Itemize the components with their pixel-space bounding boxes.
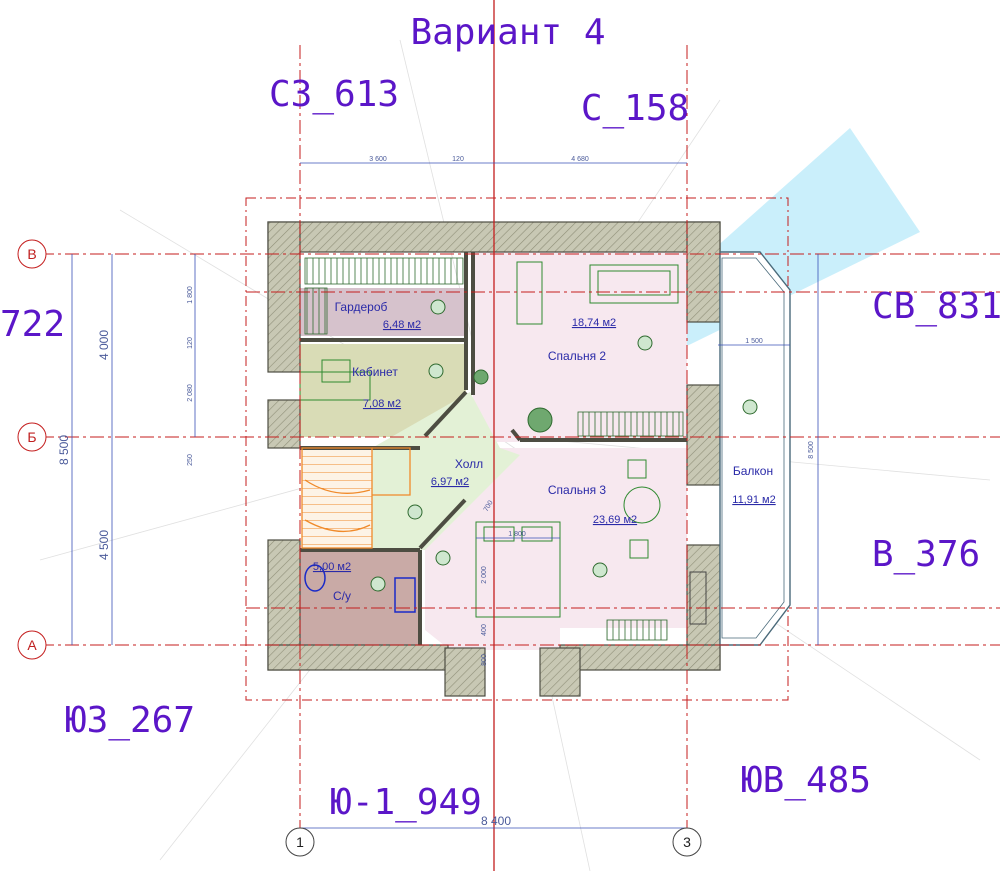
dim-small-2080: 2 080 <box>187 384 194 402</box>
dim-door-2: 800 <box>481 654 488 666</box>
room-area-bedroom2: 18,74 м2 <box>572 317 616 329</box>
wardrobe-bedroom2 <box>577 411 684 437</box>
dim-top-mid: 120 <box>452 156 464 163</box>
room-area-bedroom3: 23,69 м2 <box>593 514 637 526</box>
room-name-wc: С/у <box>333 589 351 603</box>
dim-left-total: 8 500 <box>57 435 71 465</box>
room-name-hall: Холл <box>455 457 483 471</box>
room-name-bedroom3: Спальня 3 <box>548 483 607 497</box>
axis-marker-1 <box>285 827 315 857</box>
outline-frame <box>245 197 789 701</box>
dim-small-120: 120 <box>187 337 194 349</box>
dim-left-lower: 4 500 <box>97 530 111 560</box>
dim-bed-len: 2 000 <box>481 566 488 584</box>
axis-marker-a <box>17 630 47 660</box>
axis-label-b: Б <box>27 429 36 445</box>
person-icons <box>370 299 758 592</box>
axis-marker-b <box>17 422 47 452</box>
room-area-wardrobe: 6,48 м2 <box>383 319 421 331</box>
furniture <box>299 261 707 625</box>
dim-balcony: 1 500 <box>745 338 763 345</box>
direction-sw: ЮЗ_267 <box>65 700 195 741</box>
room-name-study: Кабинет <box>352 365 398 379</box>
dim-right-total: 8 500 <box>808 441 815 459</box>
dim-top-right: 4 680 <box>571 156 589 163</box>
room-name-bedroom2: Спальня 2 <box>548 349 607 363</box>
direction-ne: СВ_831 <box>872 286 1000 327</box>
wardrobe-bedroom3 <box>606 619 668 641</box>
axis-marker-v <box>17 239 47 269</box>
balcony <box>719 251 791 646</box>
staircase <box>301 447 411 549</box>
axis-label-1: 1 <box>296 834 304 850</box>
dim-bed-width: 1 800 <box>508 531 526 538</box>
dim-left-upper: 4 000 <box>97 330 111 360</box>
balcony-inner <box>721 257 785 639</box>
room-area-study: 7,08 м2 <box>363 398 401 410</box>
axis-marker-3 <box>672 827 702 857</box>
room-area-wc: 5,00 м2 <box>313 561 351 573</box>
axis-label-a: А <box>27 637 37 653</box>
dim-diag: 700 <box>483 499 495 513</box>
room-area-hall: 6,97 м2 <box>431 476 469 488</box>
room-name-wardrobe: Гардероб <box>335 300 388 314</box>
axis-lines <box>40 45 1000 830</box>
axis-label-3: 3 <box>683 834 691 850</box>
direction-w: 722 <box>0 304 65 345</box>
direction-s: Ю-1_949 <box>330 782 482 823</box>
direction-se: ЮВ_485 <box>741 760 871 801</box>
dim-door-1: 400 <box>481 624 488 636</box>
direction-e: В_376 <box>872 534 980 575</box>
plant-icon <box>473 369 553 433</box>
direction-nw: СЗ_613 <box>269 74 399 115</box>
wardrobe-side <box>304 287 328 335</box>
dim-small-250: 250 <box>187 454 194 466</box>
dim-top-left: 3 600 <box>369 156 387 163</box>
wardrobe-shelves <box>304 257 464 285</box>
room-area-balcony: 11,91 м2 <box>732 494 775 506</box>
dim-small-1800: 1 800 <box>187 286 194 304</box>
room-fills <box>300 252 687 650</box>
room-name-balcony: Балкон <box>733 464 773 478</box>
wc-fixtures <box>304 564 416 613</box>
dim-bottom-total: 8 400 <box>481 814 511 828</box>
direction-n: С_158 <box>581 88 689 129</box>
dimension-lines <box>71 162 819 829</box>
axis-label-v: В <box>27 246 36 262</box>
plan-title: Вариант 4 <box>410 12 605 53</box>
